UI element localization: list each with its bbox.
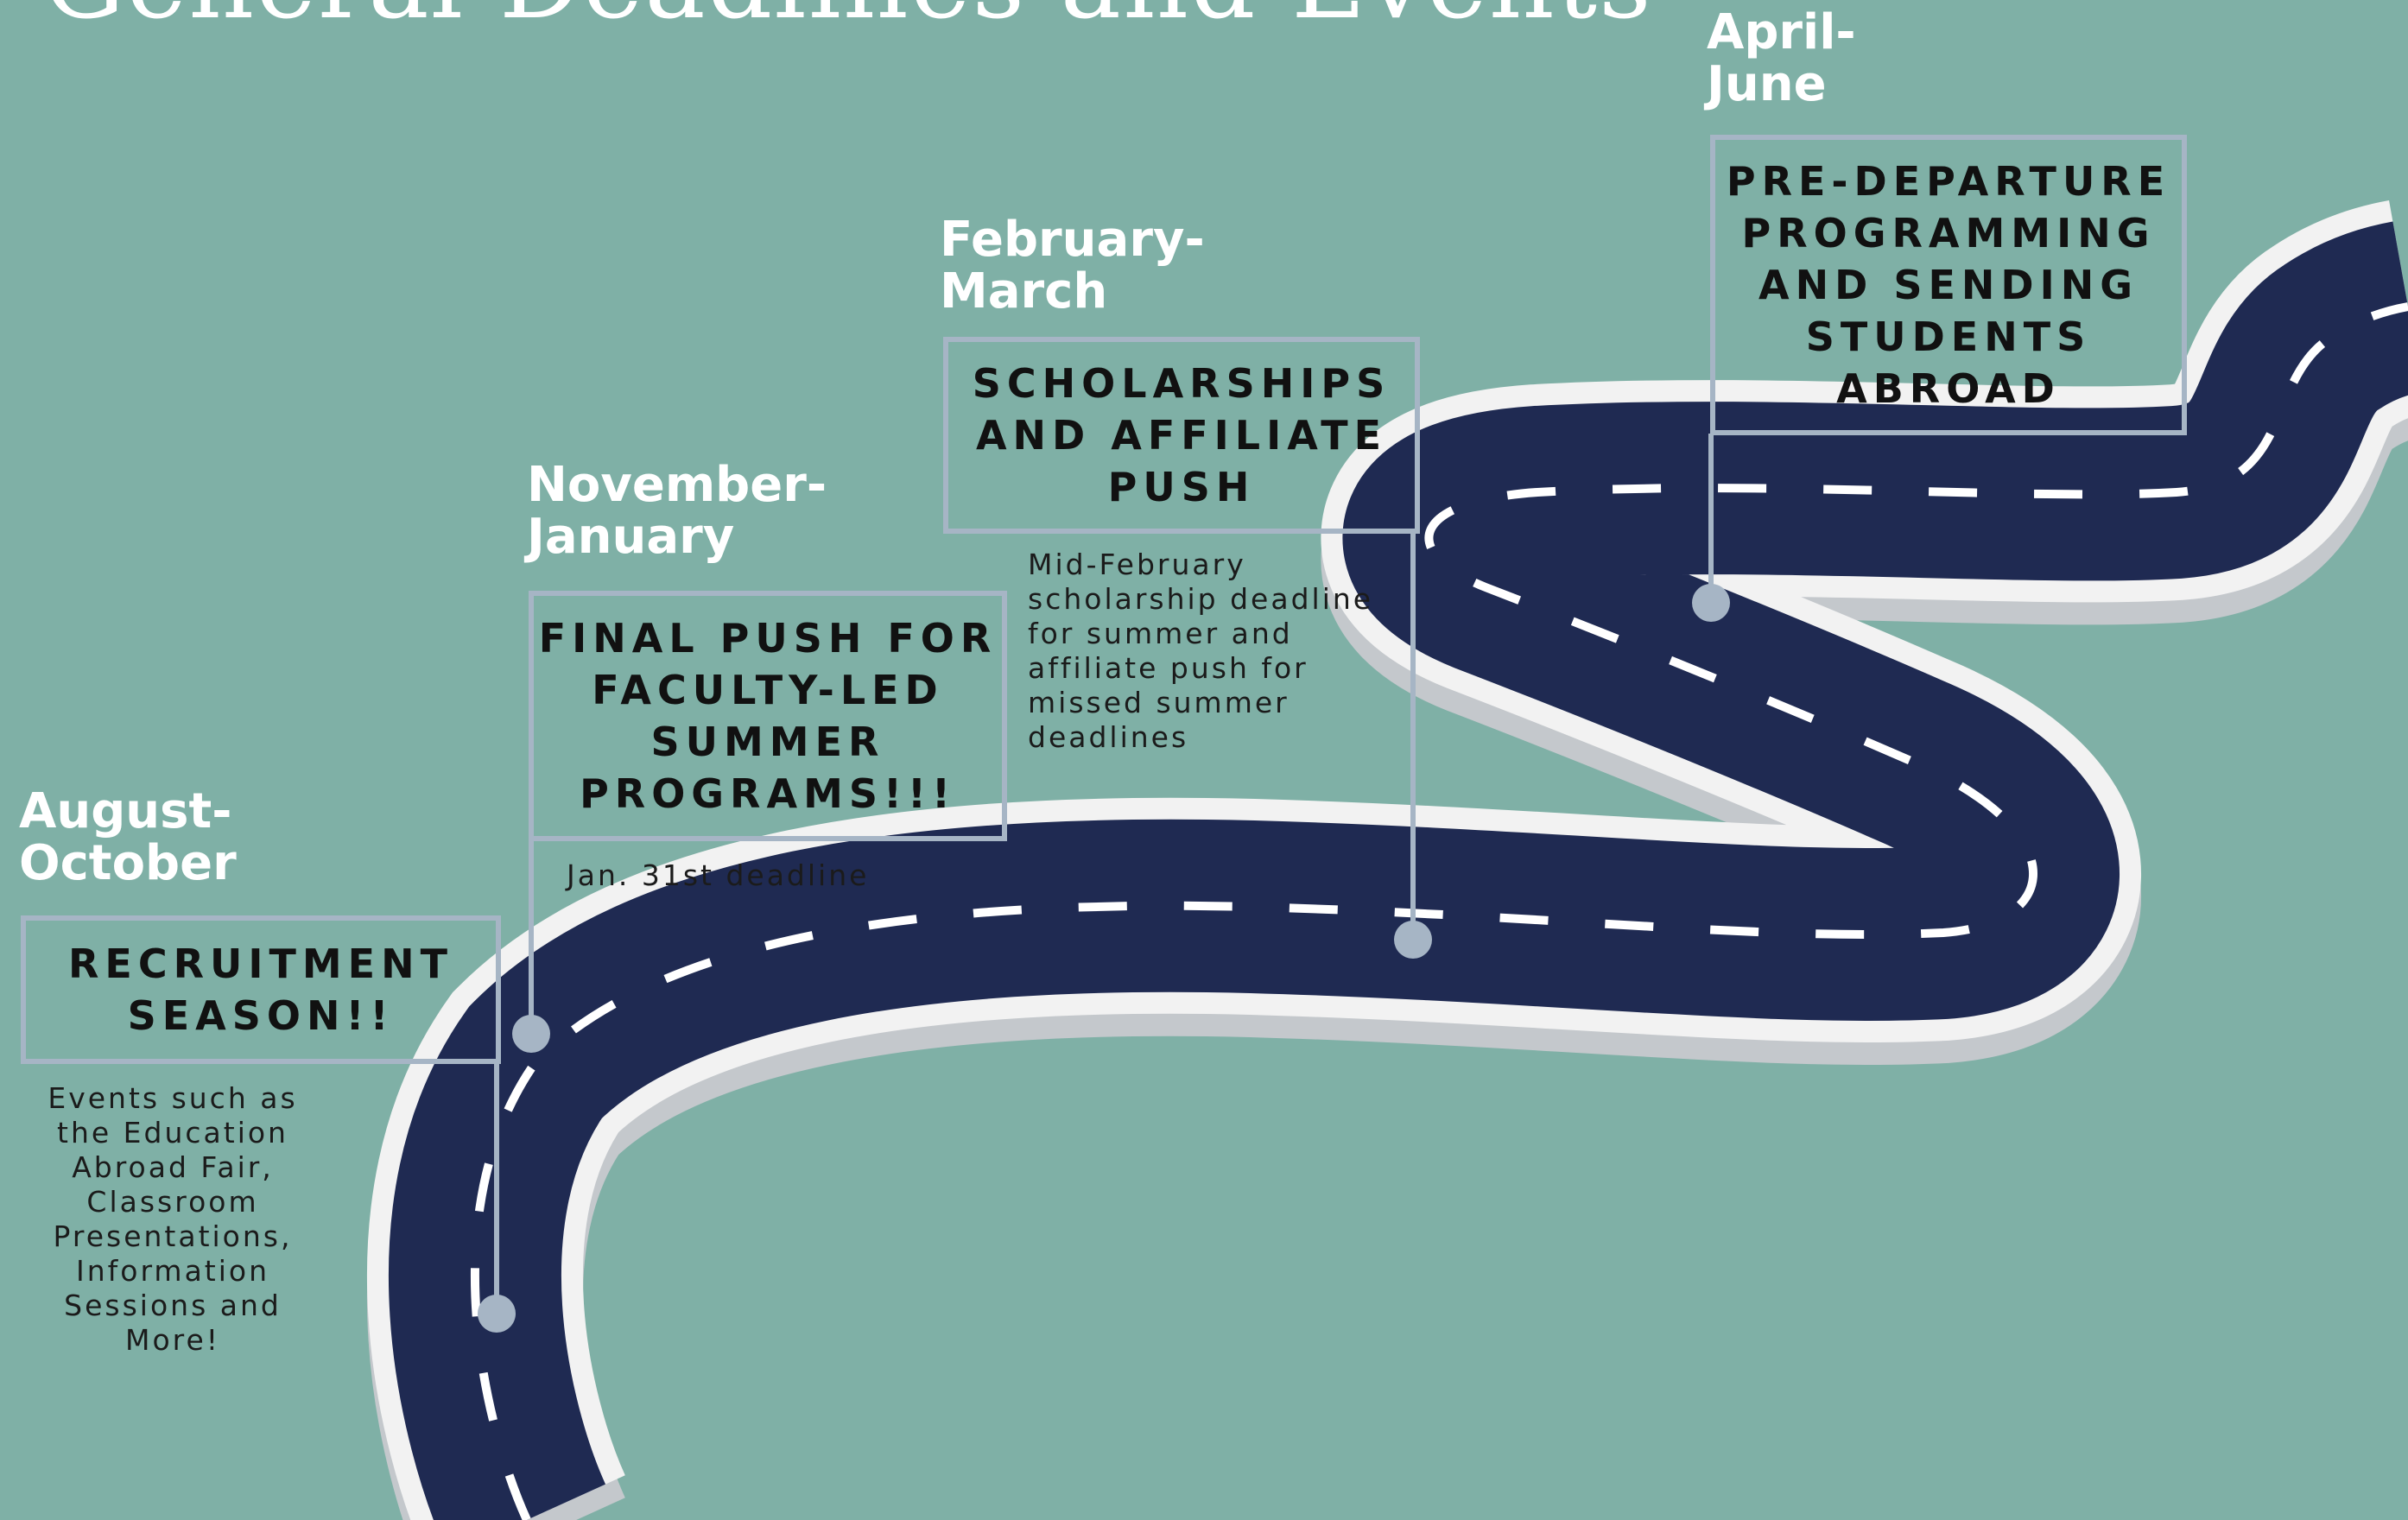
connector-dot-recruitment xyxy=(478,1295,516,1333)
milestone-heading-scholarships: SCHOLARSHIPS AND AFFILIATE PUSH xyxy=(972,360,1391,510)
milestone-note-faculty-led: Jan. 31st deadline xyxy=(567,858,870,892)
connector-line-recruitment xyxy=(494,1062,499,1313)
connector-dot-faculty-led xyxy=(512,1015,550,1053)
connector-line-pre-departure xyxy=(1708,434,1714,598)
connector-dot-pre-departure xyxy=(1692,584,1730,622)
connector-dot-scholarships xyxy=(1394,921,1432,959)
milestone-box-recruitment: RECRUITMENT SEASON!! xyxy=(21,915,501,1064)
milestone-heading-recruitment: RECRUITMENT SEASON!! xyxy=(68,940,453,1039)
milestone-heading-pre-departure: PRE-DEPARTURE PROGRAMMING AND SENDING ST… xyxy=(1726,158,2171,412)
connector-line-faculty-led xyxy=(529,839,534,1028)
milestone-note-recruitment: Events such as the Education Abroad Fair… xyxy=(48,1081,298,1357)
lane-dashes xyxy=(470,302,2408,1520)
milestone-box-scholarships: SCHOLARSHIPS AND AFFILIATE PUSH xyxy=(943,337,1420,534)
milestone-box-pre-departure: PRE-DEPARTURE PROGRAMMING AND SENDING ST… xyxy=(1710,135,2187,435)
period-label-feb-mar: February- March xyxy=(940,212,1205,320)
period-label-apr-jun: April- June xyxy=(1707,4,1856,112)
period-label-aug-oct: August- October xyxy=(19,783,237,891)
page-title: General Deadlines and Events xyxy=(43,0,1653,33)
milestone-note-scholarships: Mid-February scholarship deadline for su… xyxy=(1028,548,1374,754)
milestone-box-faculty-led: FINAL PUSH FOR FACULTY-LED SUMMER PROGRA… xyxy=(529,591,1007,841)
connector-line-scholarships xyxy=(1410,532,1416,929)
milestone-heading-faculty-led: FINAL PUSH FOR FACULTY-LED SUMMER PROGRA… xyxy=(538,615,998,817)
period-label-nov-jan: November- January xyxy=(527,457,827,565)
